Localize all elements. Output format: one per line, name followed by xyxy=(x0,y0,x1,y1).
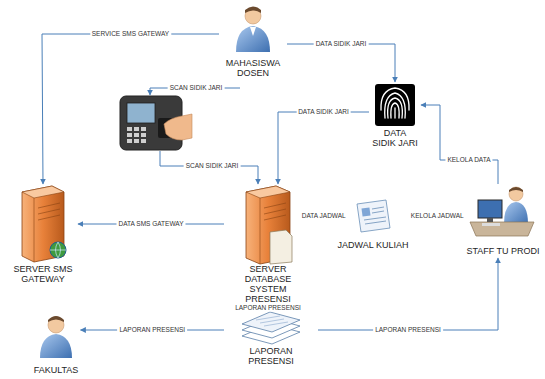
flow-arrow xyxy=(278,112,369,184)
flow-label: KELOLA JADWAL xyxy=(409,212,466,219)
icon-node: SERVER SMS GATEWAY xyxy=(8,184,78,286)
icon-space xyxy=(224,184,312,264)
flow-label: LAPORAN PRESENSI xyxy=(233,305,303,312)
icon-space xyxy=(219,4,287,58)
flow-label: DATA SMS GATEWAY xyxy=(116,220,185,227)
server-icon xyxy=(22,186,66,262)
flow-label: SERVICE SMS GATEWAY xyxy=(90,30,171,37)
flow-label: DATA SIDIK JARI xyxy=(296,108,351,115)
scan-label: SCAN SIDIK JARI xyxy=(184,162,241,169)
icon-node: DATA SIDIK JARI xyxy=(369,82,421,150)
fingerprint-scanner xyxy=(120,96,192,150)
icon-node: LAPORAN PRESENSI xyxy=(224,310,318,368)
flow-label: LAPORAN PRESENSI xyxy=(373,326,443,333)
node-label: FAKULTAS xyxy=(34,365,79,375)
person-icon xyxy=(236,7,270,53)
icon-node: FAKULTAS xyxy=(32,314,81,377)
scan-line xyxy=(160,151,258,184)
icon-space xyxy=(8,184,78,264)
person-icon xyxy=(40,316,72,358)
node-label: SERVER SMS GATEWAY xyxy=(10,264,76,284)
icon-node: MAHASISWA DOSEN xyxy=(219,4,287,80)
scan-label: SCAN SIDIK JARI xyxy=(168,84,225,91)
icon-node: JADWAL KULIAH xyxy=(336,198,411,252)
fingerprint-icon xyxy=(375,84,415,126)
flow-label: KELOLA DATA xyxy=(445,156,492,163)
node-label: MAHASISWA DOSEN xyxy=(221,58,285,78)
flow-label: DATA JADWAL xyxy=(300,212,348,219)
flow-arrow xyxy=(287,44,395,82)
flow-label: DATA SIDIK JARI xyxy=(314,40,369,47)
icon-space xyxy=(369,82,421,128)
node-label: DATA SIDIK JARI xyxy=(371,128,419,148)
node-label: SERVER DATABASE SYSTEM PRESENSI xyxy=(226,264,310,304)
node-label: LAPORAN PRESENSI xyxy=(226,346,316,366)
flow-arrow xyxy=(318,258,498,330)
icon-space xyxy=(32,314,81,359)
node-label: JADWAL KULIAH xyxy=(338,240,409,250)
report-stack-icon xyxy=(242,312,300,344)
icon-node: STAFF TU PRODI xyxy=(464,184,542,258)
flow-arrow xyxy=(421,105,498,184)
server-icon xyxy=(246,186,292,264)
icon-space xyxy=(464,184,542,240)
icon-node: SERVER DATABASE SYSTEM PRESENSI xyxy=(224,184,312,306)
node-label: STAFF TU PRODI xyxy=(466,246,539,256)
schedule-icon xyxy=(357,200,390,232)
icon-space xyxy=(224,310,318,346)
staff-icon xyxy=(470,187,534,236)
flow-label: LAPORAN PRESENSI xyxy=(117,326,187,333)
